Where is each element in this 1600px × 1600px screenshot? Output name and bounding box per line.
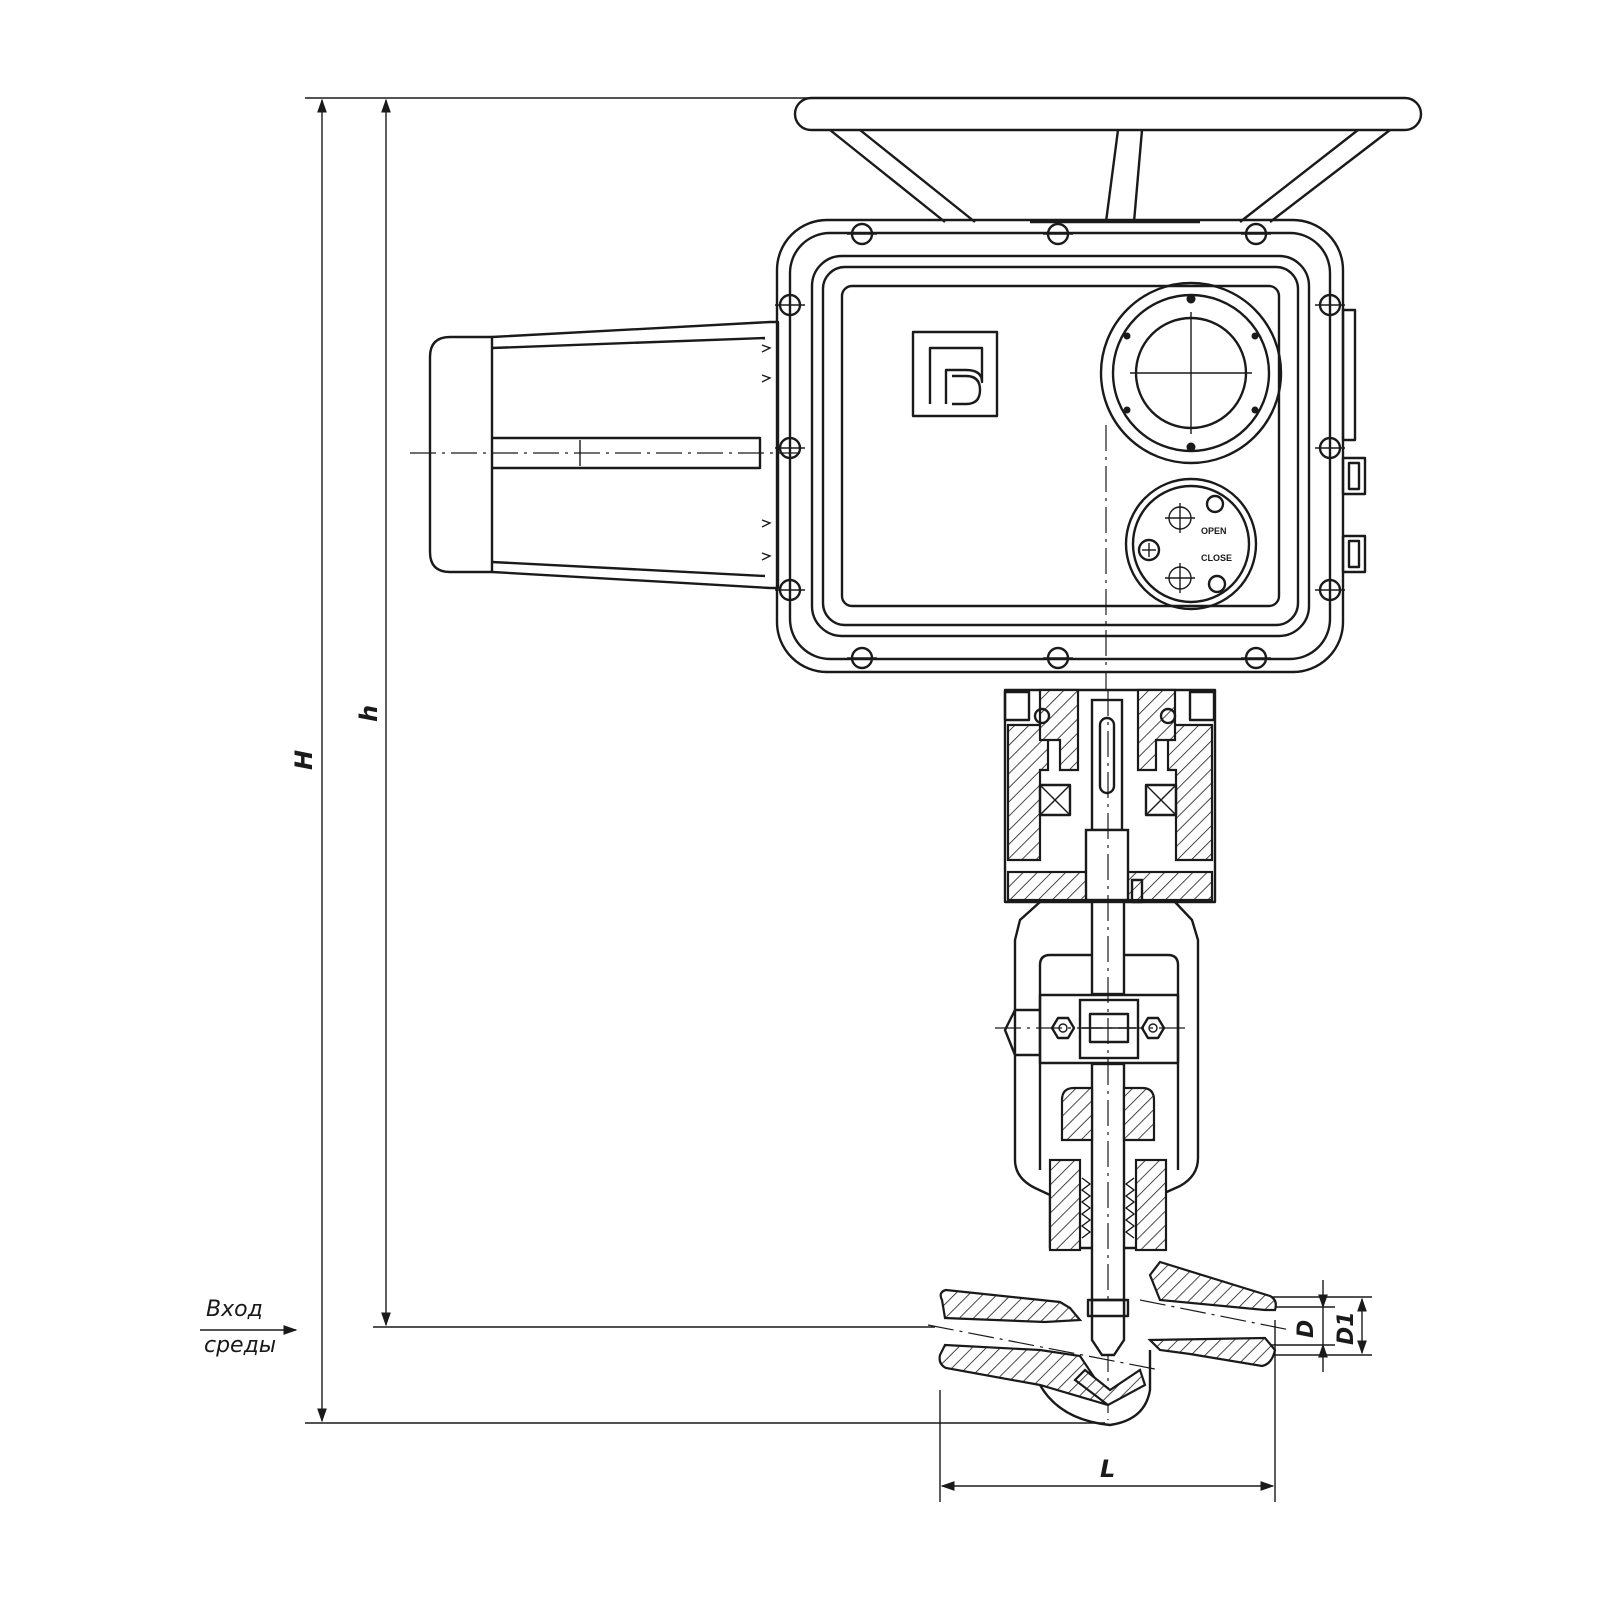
dimension-h-label: h xyxy=(355,705,383,722)
valve-body xyxy=(927,1260,1291,1427)
dimension-H-label: H xyxy=(290,750,318,770)
screw-icon xyxy=(1207,574,1227,594)
flow-label-line2: среды xyxy=(204,1333,276,1358)
bolt-icon xyxy=(775,293,805,317)
dimension-D-label: D xyxy=(1294,1320,1319,1338)
bolt-icon xyxy=(1315,578,1345,602)
bolt-icon xyxy=(775,578,805,602)
selector-knob[interactable] xyxy=(1137,538,1161,562)
valve-yoke xyxy=(995,690,1200,1420)
close-label: CLOSE xyxy=(1201,553,1232,563)
control-panel: OPEN CLOSE xyxy=(1124,477,1258,611)
bolt-icon xyxy=(1241,646,1271,670)
open-button[interactable] xyxy=(1165,503,1195,533)
packing-rings xyxy=(1080,1177,1136,1239)
open-label: OPEN xyxy=(1201,526,1227,536)
housing-bolts xyxy=(775,222,1345,670)
manufacturer-logo xyxy=(911,330,999,418)
bolt-icon xyxy=(847,222,877,246)
flow-label-line1: Вход xyxy=(206,1297,263,1322)
actuator-housing: OPEN CLOSE xyxy=(775,218,1367,690)
bolt-icon xyxy=(1315,293,1345,317)
handwheel xyxy=(793,96,1423,224)
bolt-icon xyxy=(1043,222,1073,246)
bolt-icon xyxy=(847,646,877,670)
dimension-L-label: L xyxy=(1100,1455,1115,1483)
dimension-D1-label: D1 xyxy=(1334,1311,1359,1345)
screw-icon xyxy=(1205,494,1225,514)
bolt-icon xyxy=(1043,646,1073,670)
close-button[interactable] xyxy=(1165,563,1195,593)
bolt-icon xyxy=(775,436,805,460)
bolt-icon xyxy=(1241,222,1271,246)
position-indicator-window xyxy=(1099,281,1283,465)
electric-motor xyxy=(410,320,800,590)
adapter-coupling xyxy=(1003,688,1217,904)
bolt-icon xyxy=(1315,436,1345,460)
